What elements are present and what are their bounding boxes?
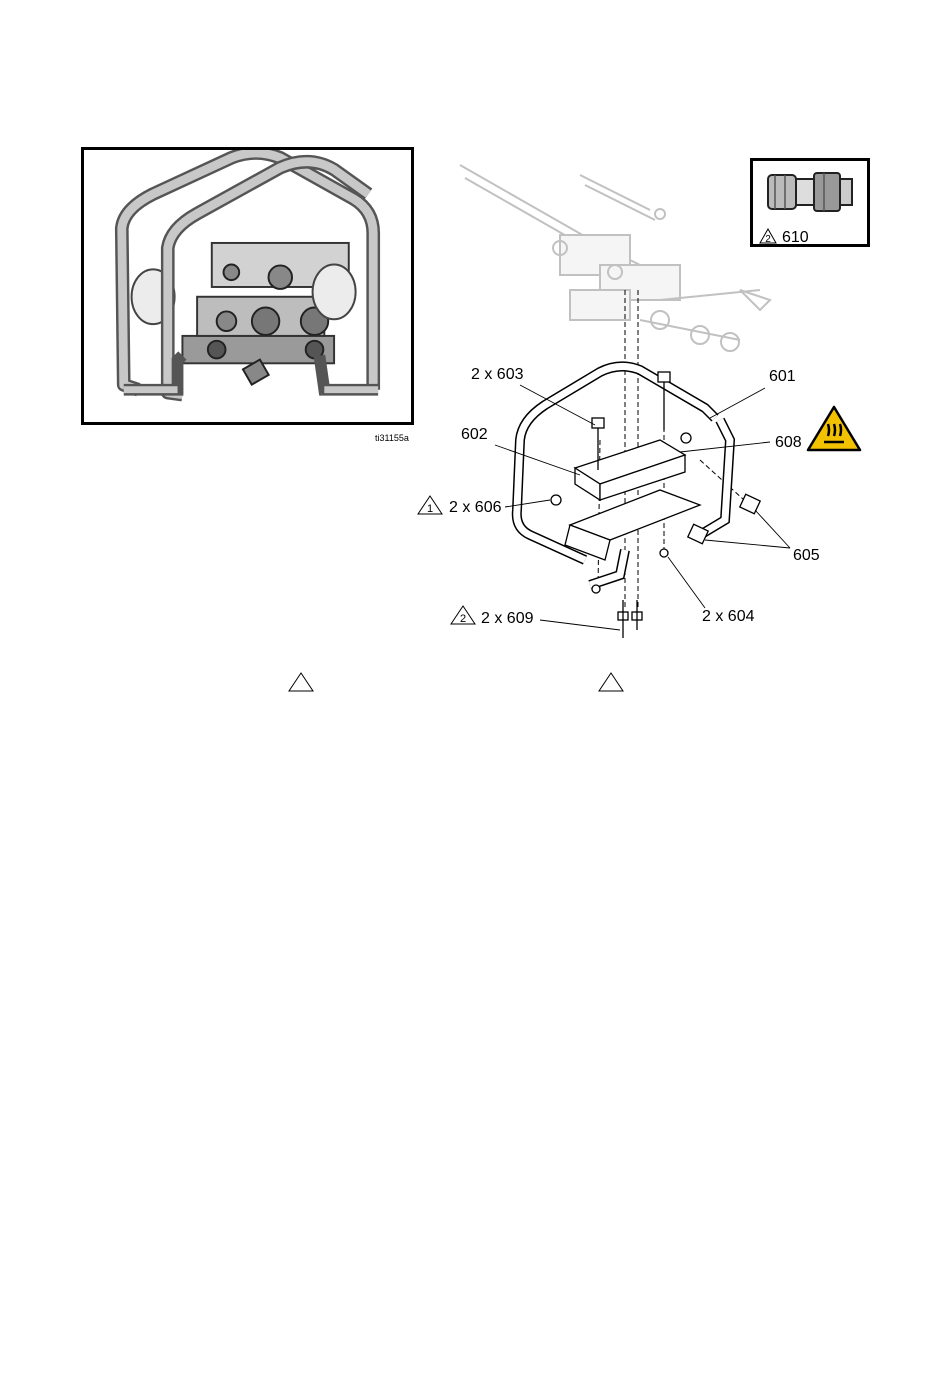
- photo-caption: ti31155a: [375, 433, 409, 443]
- label-609: 2 x 609: [481, 611, 533, 627]
- note-1-number: 1: [427, 503, 433, 515]
- exploded-diagram: [420, 150, 880, 650]
- note-triangle-icon: 2: [450, 605, 476, 625]
- note-2-number: 2: [460, 613, 466, 625]
- note-triangle-icon: [288, 672, 314, 692]
- note-triangle-icon: 1: [417, 495, 443, 515]
- label-605: 605: [793, 548, 820, 564]
- photo-illustration: [84, 150, 411, 422]
- faded-manifold: [460, 165, 770, 351]
- label-603: 2 x 603: [471, 367, 523, 383]
- assembly-photo: [81, 147, 414, 425]
- mounting-plate: [565, 440, 700, 560]
- label-608: 608: [775, 435, 802, 451]
- hot-surface-warning-icon: [806, 404, 862, 452]
- label-602: 602: [461, 427, 488, 443]
- label-604: 2 x 604: [702, 609, 754, 625]
- label-606: 2 x 606: [449, 500, 501, 516]
- note-triangle-icon: [598, 672, 624, 692]
- label-601: 601: [769, 369, 796, 385]
